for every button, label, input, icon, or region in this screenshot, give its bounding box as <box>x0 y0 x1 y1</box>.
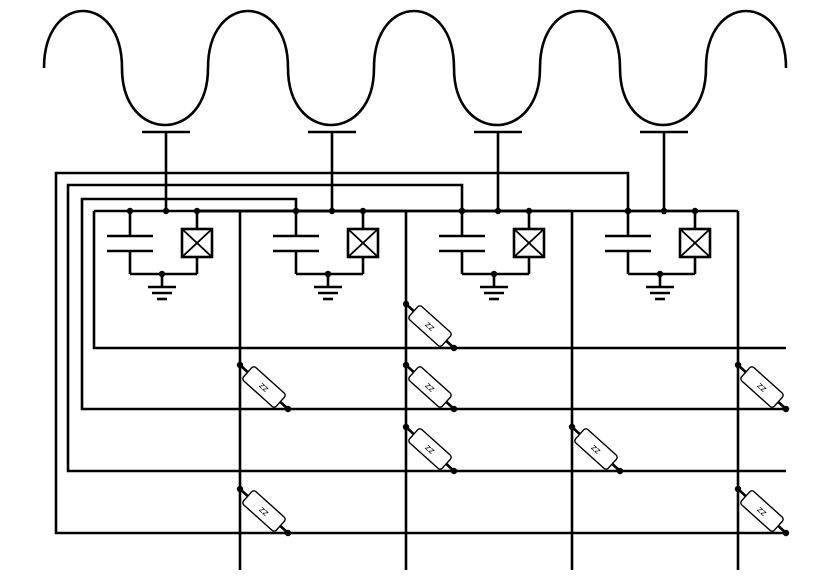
coupler-dot <box>402 300 410 308</box>
zz-junction-icon <box>740 490 784 532</box>
junction-cross <box>181 228 213 258</box>
bus-lines <box>54 171 786 570</box>
coupler-dot <box>284 405 292 413</box>
zz-coupler-8: zz <box>734 485 790 537</box>
coupler-dot <box>236 361 244 369</box>
coupler-dot <box>284 529 292 537</box>
coupler-dot <box>450 467 458 475</box>
coupler-dot <box>782 405 790 413</box>
zz-junction-icon <box>242 366 286 408</box>
qubit-2 <box>273 130 380 301</box>
junction-dot <box>624 207 632 215</box>
junction-dot <box>490 270 498 278</box>
feed-line-2 <box>80 197 786 411</box>
qubits <box>107 130 712 301</box>
zz-coupler-6: zz <box>568 423 624 475</box>
junction-cross <box>679 228 711 258</box>
coupler-dot <box>568 423 576 431</box>
zz-coupler-4: zz <box>734 361 790 413</box>
coupler-dot <box>402 361 410 369</box>
zz-junction-icon <box>408 428 452 470</box>
junction-dot <box>292 207 300 215</box>
zz-coupler-1: zz <box>402 300 458 352</box>
zz-coupler-2: zz <box>236 361 292 413</box>
resonator-wave <box>42 9 788 127</box>
junction-dot <box>656 270 664 278</box>
zz-coupler-5: zz <box>402 423 458 475</box>
qubit-1 <box>107 130 214 301</box>
zz-junction-icon <box>574 428 618 470</box>
junction-dot <box>324 270 332 278</box>
coupler-dot <box>450 344 458 352</box>
qubit-4 <box>605 130 712 301</box>
coupler-dot <box>616 467 624 475</box>
junction-dot <box>158 270 166 278</box>
junction-dot <box>162 207 170 215</box>
feed-line-1 <box>92 211 786 350</box>
zz-junction-icon <box>242 490 286 532</box>
zz-coupler-7: zz <box>236 485 292 537</box>
coupler-dot <box>236 485 244 493</box>
junction-cross <box>347 228 379 258</box>
coupler-dot <box>734 361 742 369</box>
feed-line-3 <box>66 183 786 473</box>
qubit-3 <box>439 130 546 301</box>
coupler-dot <box>782 529 790 537</box>
zz-junction-icon <box>740 366 784 408</box>
junction-dot <box>458 207 466 215</box>
coupler-dot <box>734 485 742 493</box>
zz-junction-icon <box>408 305 452 347</box>
coupler-dot <box>450 405 458 413</box>
zz-junction-icon <box>408 366 452 408</box>
coupler-dot <box>402 423 410 431</box>
zz-coupler-3: zz <box>402 361 458 413</box>
junction-cross <box>513 228 545 258</box>
couplers: zz zz zz zz zz zz zz zz <box>236 300 790 537</box>
feed-line-4 <box>54 171 786 535</box>
